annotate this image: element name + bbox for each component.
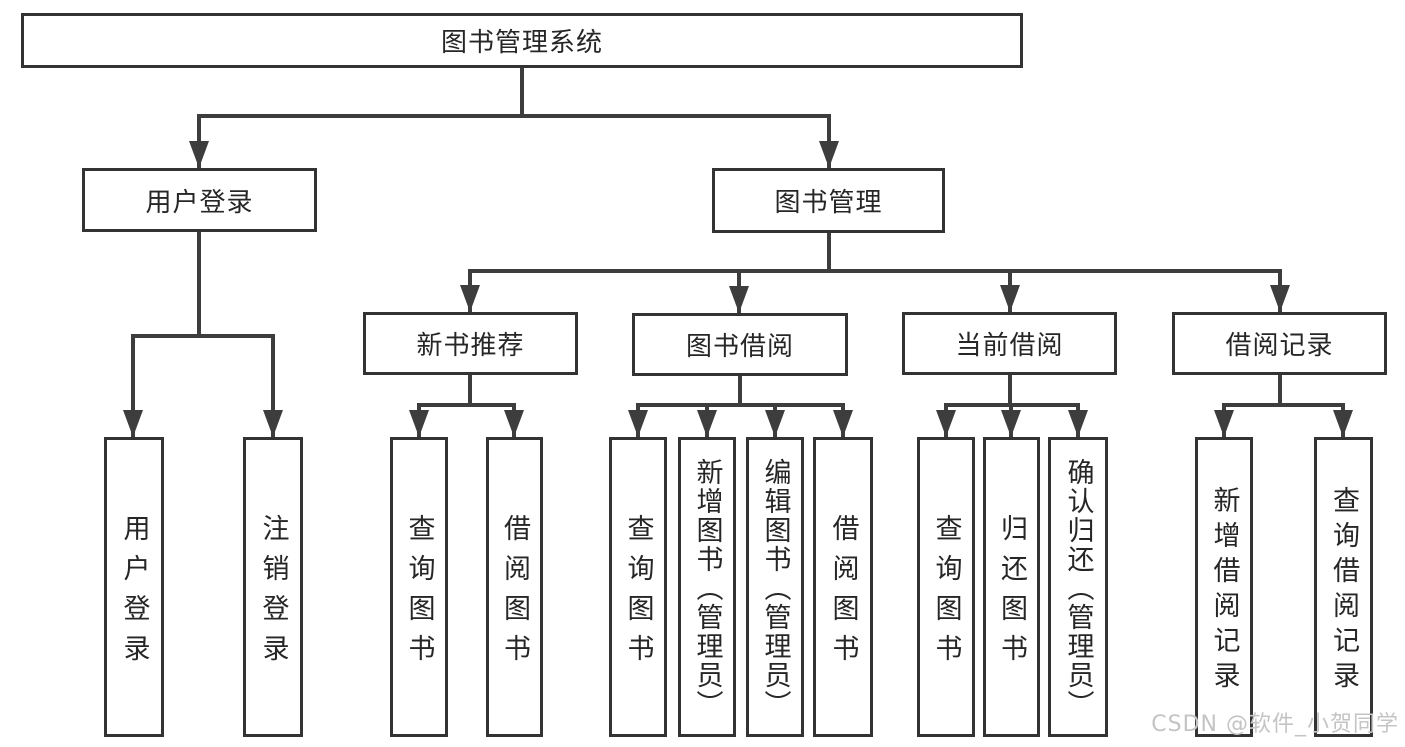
node-label: 查询借阅记录 [1328, 486, 1359, 696]
down-arrow-icon [504, 410, 524, 437]
node-label: 查询图书 [930, 513, 962, 674]
node-query-books-current: 查询图书 [917, 437, 975, 737]
connector-line [827, 233, 831, 272]
down-arrow-icon [833, 410, 853, 437]
node-label: 图书借阅 [685, 332, 794, 362]
down-arrow-icon [409, 410, 429, 437]
node-borrow-books: 借阅图书 [813, 437, 873, 737]
node-user-login-action: 用户登录 [104, 437, 164, 737]
node-label: 查询图书 [403, 513, 435, 674]
connector-line [131, 334, 275, 338]
down-arrow-icon [123, 410, 143, 437]
node-add-book-admin: 新增图书（管理员） [678, 437, 736, 737]
connector-line [417, 403, 516, 407]
node-confirm-return-admin: 确认归还（管理员） [1048, 437, 1108, 737]
node-query-borrow-record: 查询借阅记录 [1314, 437, 1373, 737]
node-book-borrowing: 图书借阅 [632, 313, 848, 376]
connector-line [1008, 375, 1012, 406]
connector-line [738, 376, 742, 406]
node-label: 用户登录 [118, 513, 150, 674]
node-borrow-books-recommend: 借阅图书 [486, 437, 543, 737]
node-edit-book-admin: 编辑图书（管理员） [746, 437, 804, 737]
down-arrow-icon [1333, 410, 1353, 437]
node-return-book: 归还图书 [983, 437, 1040, 737]
connector-line [1278, 375, 1282, 406]
node-library-management-system: 图书管理系统 [21, 13, 1023, 68]
node-label: 确认归还（管理员） [1062, 457, 1094, 719]
node-label: 编辑图书（管理员） [759, 457, 791, 719]
down-arrow-icon [1001, 410, 1021, 437]
connector-line [1222, 403, 1345, 407]
node-query-books-borrowing: 查询图书 [609, 437, 667, 737]
connector-line [131, 334, 135, 437]
node-user-login: 用户登录 [82, 168, 317, 232]
node-label: 归还图书 [996, 513, 1027, 674]
node-label: 当前借阅 [955, 331, 1064, 361]
node-query-books-recommend: 查询图书 [390, 437, 448, 737]
node-add-borrow-record: 新增借阅记录 [1195, 437, 1253, 737]
connector-line [468, 375, 472, 406]
down-arrow-icon [765, 410, 785, 437]
down-arrow-icon [263, 410, 283, 437]
node-label: 用户登录 [145, 187, 254, 218]
node-label: 新书推荐 [416, 331, 525, 361]
node-label: 借阅图书 [499, 513, 530, 674]
down-arrow-icon [189, 141, 209, 168]
down-arrow-icon [819, 141, 839, 168]
down-arrow-icon [936, 410, 956, 437]
node-label: 借阅记录 [1225, 331, 1334, 361]
down-arrow-icon [628, 410, 648, 437]
connector-line [520, 68, 524, 118]
node-current-borrowing: 当前借阅 [902, 312, 1117, 375]
down-arrow-icon [1214, 410, 1234, 437]
connector-line [197, 232, 201, 336]
connector-line [197, 114, 831, 118]
down-arrow-icon [1068, 410, 1088, 437]
node-logout: 注销登录 [243, 437, 303, 737]
connector-line [636, 403, 845, 407]
node-label: 注销登录 [257, 513, 289, 674]
node-new-book-recommendation: 新书推荐 [363, 312, 578, 375]
node-label: 新增借阅记录 [1208, 486, 1240, 696]
node-label: 查询图书 [622, 513, 654, 674]
down-arrow-icon [1270, 285, 1290, 312]
down-arrow-icon [460, 285, 480, 312]
down-arrow-icon [1000, 285, 1020, 312]
node-label: 新增图书（管理员） [691, 457, 723, 719]
node-label: 借阅图书 [827, 513, 859, 674]
connector-line [468, 269, 1282, 273]
down-arrow-icon [729, 286, 749, 313]
node-borrowing-records: 借阅记录 [1172, 312, 1387, 375]
connector-line [271, 334, 275, 437]
node-book-management: 图书管理 [712, 168, 945, 233]
csdn-watermark: CSDN @软件_小贺同学 [1151, 712, 1399, 737]
node-label: 图书管理系统 [440, 28, 603, 58]
down-arrow-icon [697, 410, 717, 437]
node-label: 图书管理 [774, 188, 883, 218]
